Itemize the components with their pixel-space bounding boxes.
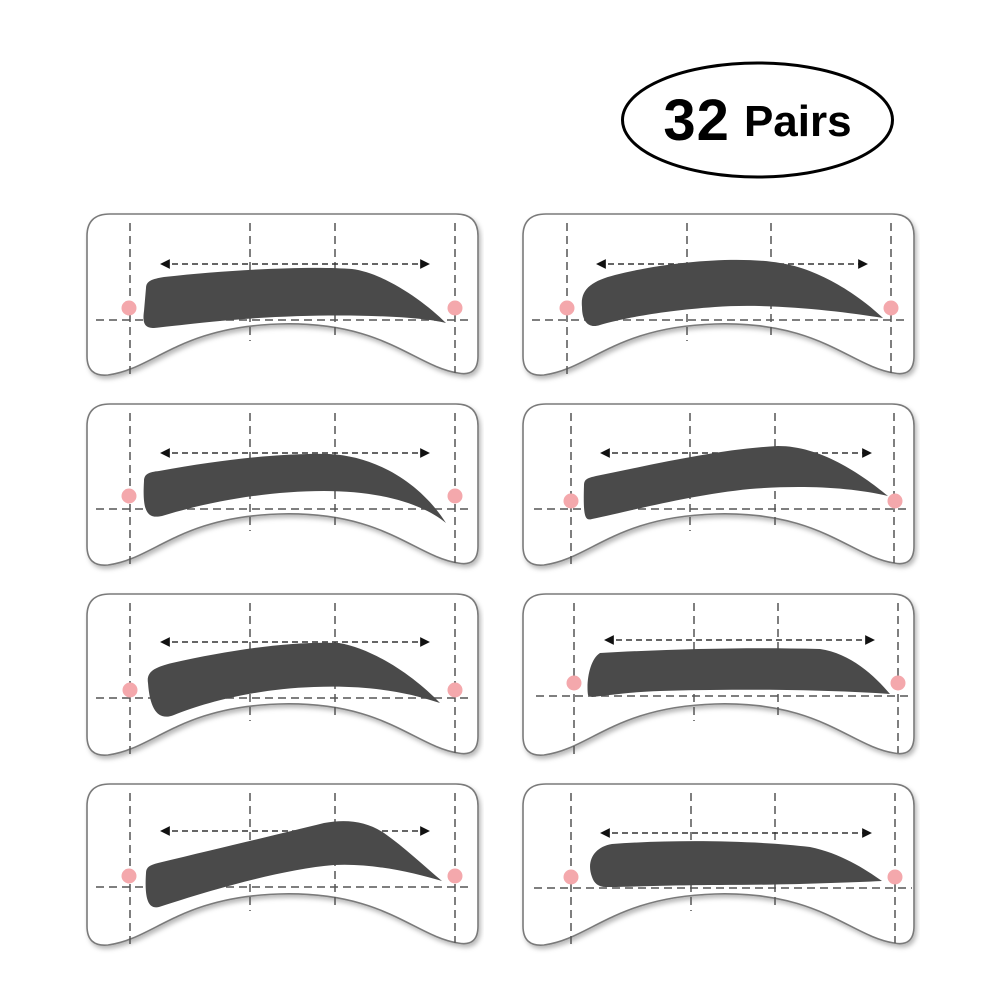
eyebrow-shape-icon bbox=[583, 446, 888, 520]
badge-label: 32 Pairs bbox=[620, 60, 895, 180]
pink-dot-marker-icon bbox=[447, 300, 463, 316]
pink-dot-marker-icon bbox=[563, 869, 579, 885]
stencil-card-5 bbox=[84, 591, 484, 766]
eyebrow-shape-icon bbox=[143, 267, 446, 328]
pairs-count-badge: 32 Pairs bbox=[620, 60, 895, 180]
stencil-card-3 bbox=[84, 401, 484, 576]
stencil-card-6 bbox=[520, 591, 920, 766]
pink-dot-marker-icon bbox=[887, 493, 903, 509]
pink-dot-marker-icon bbox=[121, 868, 137, 884]
eyebrow-shape-icon bbox=[147, 642, 441, 717]
badge-oval bbox=[621, 61, 894, 179]
pink-dot-marker-icon bbox=[447, 488, 463, 504]
pink-dot-marker-icon bbox=[563, 493, 579, 509]
pink-dot-marker-icon bbox=[887, 869, 903, 885]
pink-dot-marker-icon bbox=[559, 300, 575, 316]
pink-dot-marker-icon bbox=[122, 682, 138, 698]
stencil-card-2 bbox=[520, 211, 920, 386]
pink-dot-marker-icon bbox=[121, 300, 137, 316]
eyebrow-shape-icon bbox=[590, 841, 882, 887]
stencil-card-7 bbox=[84, 781, 484, 956]
eyebrow-shape-icon bbox=[145, 821, 442, 908]
stencil-card-8 bbox=[520, 781, 920, 956]
pink-dot-marker-icon bbox=[447, 868, 463, 884]
eyebrow-shape-icon bbox=[143, 453, 446, 523]
pink-dot-marker-icon bbox=[121, 488, 137, 504]
eyebrow-shape-icon bbox=[587, 648, 890, 697]
pink-dot-marker-icon bbox=[566, 675, 582, 691]
pink-dot-marker-icon bbox=[883, 300, 899, 316]
stencil-card-4 bbox=[520, 401, 920, 576]
stencil-card-1 bbox=[84, 211, 484, 386]
eyebrow-shape-icon bbox=[581, 259, 883, 327]
pink-dot-marker-icon bbox=[890, 675, 906, 691]
badge-count: 32 bbox=[663, 87, 730, 153]
pink-dot-marker-icon bbox=[447, 682, 463, 698]
badge-unit: Pairs bbox=[743, 97, 852, 146]
